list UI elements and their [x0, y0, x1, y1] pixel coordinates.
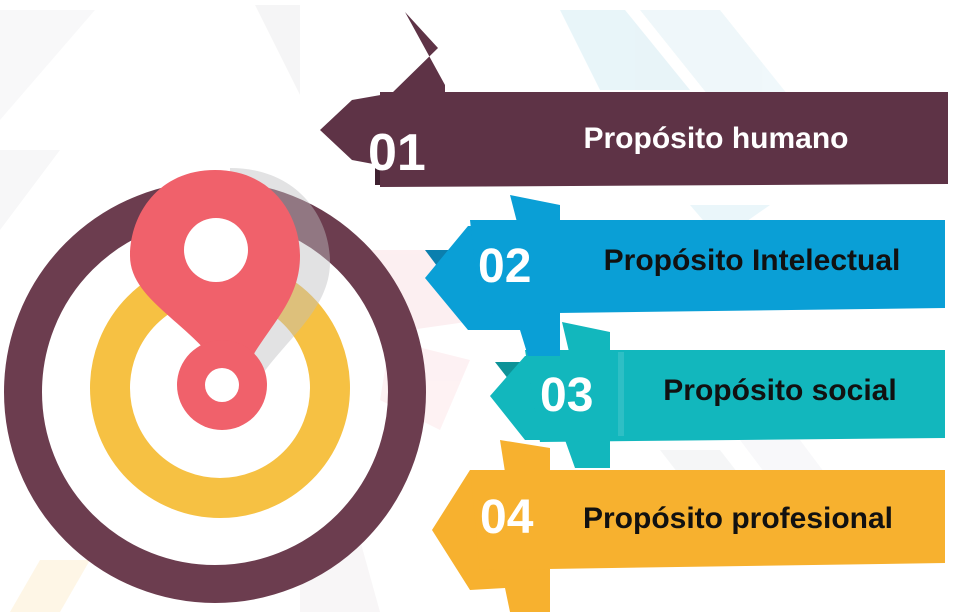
map-pin-icon — [130, 168, 330, 430]
purpose-item-4: 04 Propósito profesional — [432, 440, 945, 612]
item-3-label: Propósito social — [663, 374, 896, 407]
item-2-label: Propósito Intelectual — [604, 244, 901, 277]
purpose-item-1: 01 Propósito humano — [320, 12, 948, 187]
purpose-item-2: 02 Propósito Intelectual — [425, 195, 945, 356]
item-1-label: Propósito humano — [584, 122, 849, 155]
item-3-number: 03 — [540, 369, 593, 422]
item-2-number: 02 — [478, 240, 531, 293]
item-4-label: Propósito profesional — [583, 502, 893, 535]
purpose-item-3: 03 Propósito social — [490, 322, 945, 468]
item-1-number: 01 — [368, 124, 426, 182]
item-4-number: 04 — [480, 491, 534, 544]
